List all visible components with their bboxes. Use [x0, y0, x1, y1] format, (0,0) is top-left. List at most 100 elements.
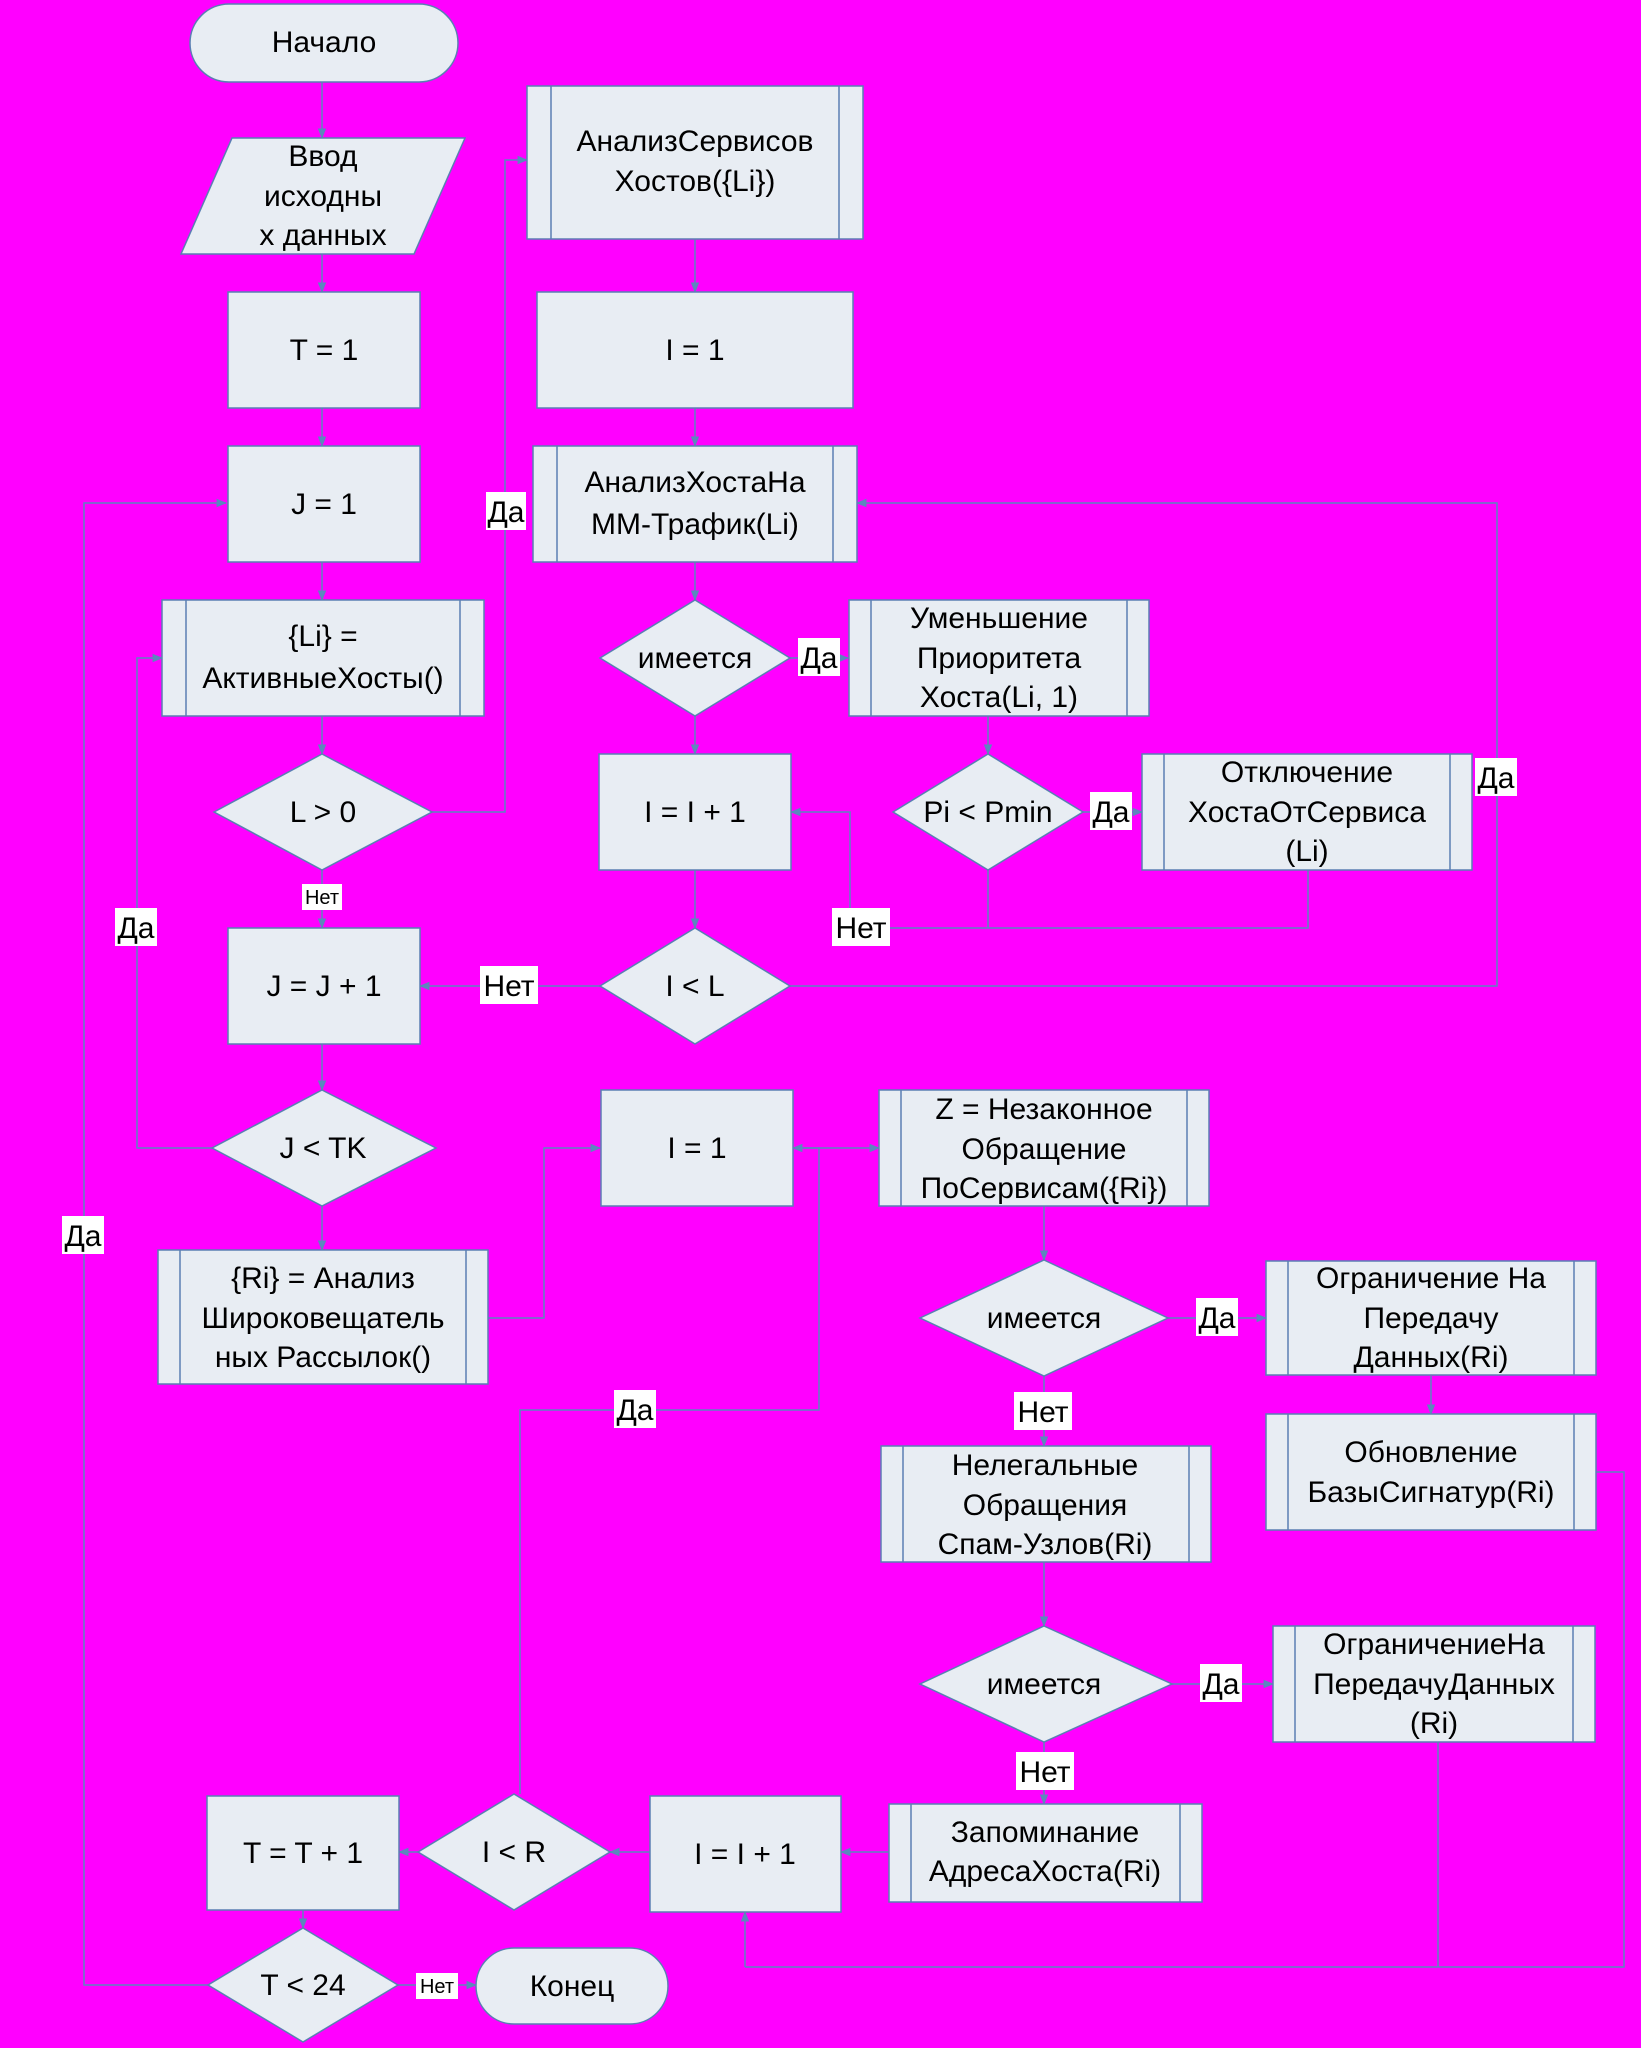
decision-j-lt-tk: J < TK — [210, 1089, 438, 1207]
subprocess-illegal-access: Z = Незаконное Обращение ПоСервисам({Ri}… — [878, 1089, 1210, 1207]
label-yes-i-lt-r: Да — [616, 1394, 653, 1427]
decision-exists-3: имеется — [918, 1625, 1174, 1743]
i-init-top-label: I = 1 — [665, 334, 724, 367]
process-t-inc: T = T + 1 — [206, 1795, 400, 1911]
label-yes-pi-lt-pmin: Да — [1092, 796, 1129, 829]
broadcast-line-3: ных Рассылок() — [215, 1341, 431, 1374]
decision-exists-1: имеется — [598, 599, 792, 717]
subprocess-illegal-spam: Нелегальные Обращения Спам-Узлов(Ri) — [880, 1445, 1212, 1563]
i-init-mid-label: I = 1 — [667, 1132, 726, 1165]
input-line-1: Ввод — [288, 140, 357, 173]
label-yes-exists-2: Да — [1198, 1302, 1235, 1335]
input-parallelogram: Ввод исходны х данных — [179, 137, 467, 255]
label-no-l-gt-0: Нет — [305, 887, 339, 909]
illegal-access-line-2: Обращение — [962, 1133, 1127, 1166]
edge-labels: Да Нет Да Да Нет Да Да Нет Да Да Нет — [62, 492, 1517, 1999]
process-i-inc-bottom: I = I + 1 — [649, 1795, 842, 1913]
decision-i-lt-l: I < L — [598, 927, 792, 1045]
l-gt-0-label: L > 0 — [290, 796, 356, 829]
process-i-init-top: I = 1 — [536, 291, 854, 409]
reduce-priority-line-3: Хоста(Li, 1) — [920, 681, 1078, 714]
broadcast-line-1: {Ri} = Анализ — [231, 1262, 415, 1295]
decision-pi-lt-pmin: Pi < Pmin — [891, 753, 1085, 871]
label-no-pi-lt-pmin: Нет — [835, 912, 886, 945]
label-yes-t-lt-24: Да — [64, 1220, 101, 1253]
limit-2-line-3: (Ri) — [1410, 1707, 1458, 1740]
broadcast-line-2: Широковещатель — [202, 1302, 445, 1335]
active-hosts-line-1: {Li} = — [288, 620, 357, 653]
end-label: Конец — [530, 1970, 615, 2003]
subprocess-remember-host: Запоминание АдресаХоста(Ri) — [888, 1803, 1203, 1903]
exists-1-label: имеется — [638, 642, 752, 675]
process-j-inc: J = J + 1 — [227, 927, 421, 1045]
subprocess-disconnect-host: Отключение ХостаОтСервиса (Li) — [1141, 753, 1473, 871]
end-terminator: Конец — [475, 1947, 669, 2025]
disconnect-line-3: (Li) — [1285, 835, 1328, 868]
analysis-host-line-2: ММ-Трафик(Li) — [591, 508, 799, 541]
limit-1-line-3: Данных(Ri) — [1353, 1341, 1508, 1374]
i-lt-l-label: I < L — [665, 970, 724, 1003]
label-no-exists-3: Нет — [1019, 1756, 1070, 1789]
reduce-priority-line-2: Приоритета — [917, 642, 1082, 675]
reduce-priority-line-1: Уменьшение — [910, 602, 1088, 635]
illegal-access-line-3: ПоСервисам({Ri}) — [921, 1172, 1168, 1205]
subprocess-analysis-host-mm: АнализХостаНа ММ-Трафик(Li) — [532, 445, 858, 563]
subprocess-limit-transfer-2: ОграничениеНа ПередачуДанных (Ri) — [1272, 1625, 1596, 1743]
start-label: Начало — [272, 26, 377, 59]
j-init-label: J = 1 — [291, 488, 357, 521]
process-t-init: T = 1 — [227, 291, 421, 409]
start-terminator: Начало — [189, 3, 459, 83]
limit-1-line-1: Ограничение На — [1316, 1262, 1546, 1295]
subprocess-active-hosts: {Li} = АктивныеХосты() — [161, 599, 485, 717]
decision-t-lt-24: T < 24 — [206, 1927, 400, 2043]
label-yes-exists-3: Да — [1202, 1668, 1239, 1701]
t-lt-24-label: T < 24 — [260, 1969, 345, 2002]
label-yes-j-lt-tk: Да — [117, 912, 154, 945]
analysis-host-line-1: АнализХостаНа — [584, 466, 805, 499]
j-lt-tk-label: J < TK — [280, 1132, 367, 1165]
limit-2-line-2: ПередачуДанных — [1313, 1668, 1555, 1701]
pi-lt-pmin-label: Pi < Pmin — [923, 796, 1052, 829]
illegal-spam-line-3: Спам-Узлов(Ri) — [938, 1528, 1153, 1561]
process-j-init: J = 1 — [227, 445, 421, 563]
label-no-i-lt-l: Нет — [483, 970, 534, 1003]
label-no-t-lt-24: Нет — [420, 1976, 454, 1998]
subprocess-analysis-services: АнализСервисов Хостов({Li}) — [526, 85, 864, 240]
subprocess-reduce-priority: Уменьшение Приоритета Хоста(Li, 1) — [848, 599, 1150, 717]
illegal-spam-line-2: Обращения — [963, 1489, 1128, 1522]
input-line-3: х данных — [259, 219, 386, 252]
connectors — [83, 82, 1625, 1990]
label-yes-l-gt-0: Да — [487, 496, 524, 529]
t-inc-label: T = T + 1 — [243, 1837, 363, 1870]
subprocess-update-signatures: Обновление БазыСигнатур(Ri) — [1265, 1413, 1597, 1531]
subprocess-limit-transfer-1: Ограничение На Передачу Данных(Ri) — [1265, 1260, 1597, 1376]
i-lt-r-label: I < R — [482, 1836, 546, 1869]
limit-2-line-1: ОграничениеНа — [1323, 1628, 1545, 1661]
input-line-2: исходны — [264, 180, 382, 213]
decision-exists-2: имеется — [918, 1259, 1170, 1377]
decision-i-lt-r: I < R — [416, 1793, 612, 1911]
remember-host-line-1: Запоминание — [951, 1816, 1139, 1849]
label-no-exists-2: Нет — [1017, 1396, 1068, 1429]
disconnect-line-2: ХостаОтСервиса — [1188, 796, 1426, 829]
label-yes-i-lt-l: Да — [1477, 762, 1514, 795]
illegal-spam-line-1: Нелегальные — [952, 1449, 1138, 1482]
limit-1-line-2: Передачу — [1363, 1302, 1498, 1335]
i-inc-top-label: I = I + 1 — [644, 796, 746, 829]
label-yes-exists-1: Да — [800, 642, 837, 675]
update-signatures-line-1: Обновление — [1344, 1436, 1517, 1469]
analysis-services-line-1: АнализСервисов — [577, 125, 814, 158]
j-inc-label: J = J + 1 — [266, 970, 381, 1003]
illegal-access-line-1: Z = Незаконное — [935, 1093, 1152, 1126]
analysis-services-line-2: Хостов({Li}) — [615, 165, 776, 198]
decision-l-gt-0: L > 0 — [212, 753, 434, 871]
process-i-inc-top: I = I + 1 — [598, 753, 792, 871]
i-inc-bottom-label: I = I + 1 — [694, 1838, 796, 1871]
remember-host-line-2: АдресаХоста(Ri) — [929, 1855, 1161, 1888]
exists-2-label: имеется — [987, 1302, 1101, 1335]
t-init-label: T = 1 — [290, 334, 359, 367]
update-signatures-line-2: БазыСигнатур(Ri) — [1307, 1476, 1554, 1509]
active-hosts-line-2: АктивныеХосты() — [202, 662, 443, 695]
disconnect-line-1: Отключение — [1221, 756, 1393, 789]
